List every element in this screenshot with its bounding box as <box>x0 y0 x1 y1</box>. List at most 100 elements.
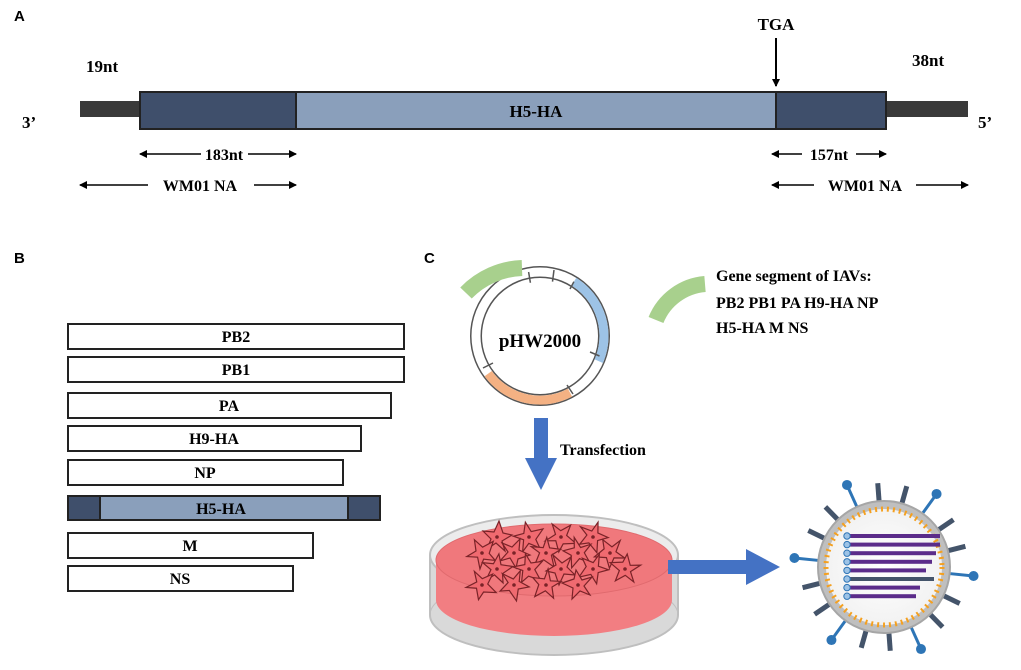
segment-label: PA <box>219 398 240 415</box>
segment-bar <box>67 532 314 559</box>
segment-label: M <box>182 538 197 555</box>
cell-nucleus <box>559 535 563 539</box>
end-5-label: 5’ <box>978 113 992 132</box>
cell-nucleus <box>512 583 516 587</box>
rnp-segment <box>850 534 940 538</box>
cell-nucleus <box>576 551 580 555</box>
plasmid-tick <box>482 362 494 369</box>
cells <box>463 519 643 603</box>
cell-nucleus <box>495 535 499 539</box>
cell-nucleus <box>480 551 484 555</box>
segment-h9-ha: H9-HA <box>67 425 362 452</box>
segment-bar <box>67 425 362 452</box>
utr-left-bar <box>80 101 140 117</box>
spike-head <box>842 479 853 490</box>
segment-bar <box>67 356 405 383</box>
panel-a-label: A <box>14 8 25 25</box>
rnp-polymerase <box>843 540 851 549</box>
segment-label: PB1 <box>222 362 250 379</box>
rnp-segment <box>850 559 932 564</box>
right-flank-label: 157nt <box>810 147 849 164</box>
segment-h5-ha: H5-HA <box>67 495 381 521</box>
rnp-segment <box>850 577 934 581</box>
spike-head <box>915 644 926 655</box>
rnp-segment <box>850 585 920 590</box>
rnp-polymerase <box>843 558 851 566</box>
segment-label: H5-HA <box>196 501 246 518</box>
spike-head <box>826 635 837 646</box>
cell-nucleus <box>544 551 548 555</box>
segment-pa: PA <box>67 392 392 419</box>
plasmid-tick <box>589 351 600 357</box>
rnp-polymerase <box>843 549 851 557</box>
cell-nucleus <box>527 567 531 571</box>
panel-c: C pHW2000 Gene segment of IAVs: PB2 PB1 … <box>424 250 979 656</box>
cell-nucleus <box>591 567 595 571</box>
plasmid-tick <box>566 384 574 395</box>
cell-nucleus <box>608 551 612 555</box>
plasmid-tick <box>569 281 575 290</box>
h5-ha-body <box>295 91 777 130</box>
spike-head <box>789 553 800 564</box>
plasmid-tick <box>551 269 555 282</box>
segment-label: H9-HA <box>189 431 239 448</box>
gene-label: H5-HA <box>510 102 564 121</box>
panel-b: B PB2 PB1 PA H9-HA NP H5-HA M <box>14 250 405 592</box>
legend-line-1: Gene segment of IAVs: <box>716 268 872 285</box>
rnp-polymerase <box>843 592 851 600</box>
rnp-segment <box>850 568 926 573</box>
cell-nucleus <box>544 583 548 587</box>
legend-line-2: PB2 PB1 PA H9-HA NP <box>716 295 879 312</box>
utr-right-label: 38nt <box>912 51 944 70</box>
cell-nucleus <box>512 551 516 555</box>
rnp-polymerase <box>843 532 851 540</box>
segment-label: NP <box>194 465 216 482</box>
segment-label: PB2 <box>222 329 250 346</box>
segment-ns: NS <box>67 565 294 592</box>
segment-np: NP <box>67 459 344 486</box>
segment-bar <box>99 495 349 521</box>
cell-nucleus <box>527 535 531 539</box>
cell-nucleus <box>576 583 580 587</box>
utr-right-bar <box>886 101 968 117</box>
legend-gene-arc <box>648 276 706 324</box>
plasmid-tick <box>527 271 532 283</box>
left-flank-label: 183nt <box>205 147 244 164</box>
rnp-polymerase <box>843 566 851 575</box>
rnp-polymerase <box>843 583 851 592</box>
cell-culture-dish <box>429 514 679 656</box>
segment-label: NS <box>170 571 191 588</box>
segment-bar <box>67 565 294 592</box>
cell-nucleus <box>495 567 499 571</box>
segment-m: M <box>67 532 314 559</box>
stop-codon-label: TGA <box>758 15 796 34</box>
output-arrow-shaft <box>668 560 748 574</box>
segment-bar <box>67 392 392 419</box>
plasmid: pHW2000 <box>460 260 610 406</box>
cell-nucleus <box>591 535 595 539</box>
spike-head <box>968 570 979 581</box>
inserted-gene-arc <box>460 260 523 299</box>
end-3-label: 3’ <box>22 113 36 132</box>
cell-nucleus <box>623 567 627 571</box>
plasmid-segment-orange <box>484 370 573 405</box>
segment-flank-left <box>67 495 101 521</box>
output-arrow-head <box>746 549 780 585</box>
spike-head <box>931 488 942 499</box>
rnp-segment <box>850 594 916 599</box>
plasmid-label: pHW2000 <box>499 331 581 352</box>
virus-matrix <box>823 506 945 628</box>
cell-nucleus <box>480 583 484 587</box>
transfection-arrow-shaft <box>534 418 548 460</box>
panel-b-label: B <box>14 250 25 267</box>
panel-a: A H5-HA 3’ 5’ 19nt 38nt TGA 183nt 157nt … <box>14 8 992 195</box>
cell-nucleus <box>559 567 563 571</box>
na-flank-right <box>775 91 887 130</box>
panel-c-label: C <box>424 250 435 267</box>
rnp-polymerase <box>843 575 851 583</box>
left-na-label: WM01 NA <box>163 178 238 195</box>
segment-bar <box>67 459 344 486</box>
segment-pb2: PB2 <box>67 323 405 350</box>
segment-pb1: PB1 <box>67 356 405 383</box>
